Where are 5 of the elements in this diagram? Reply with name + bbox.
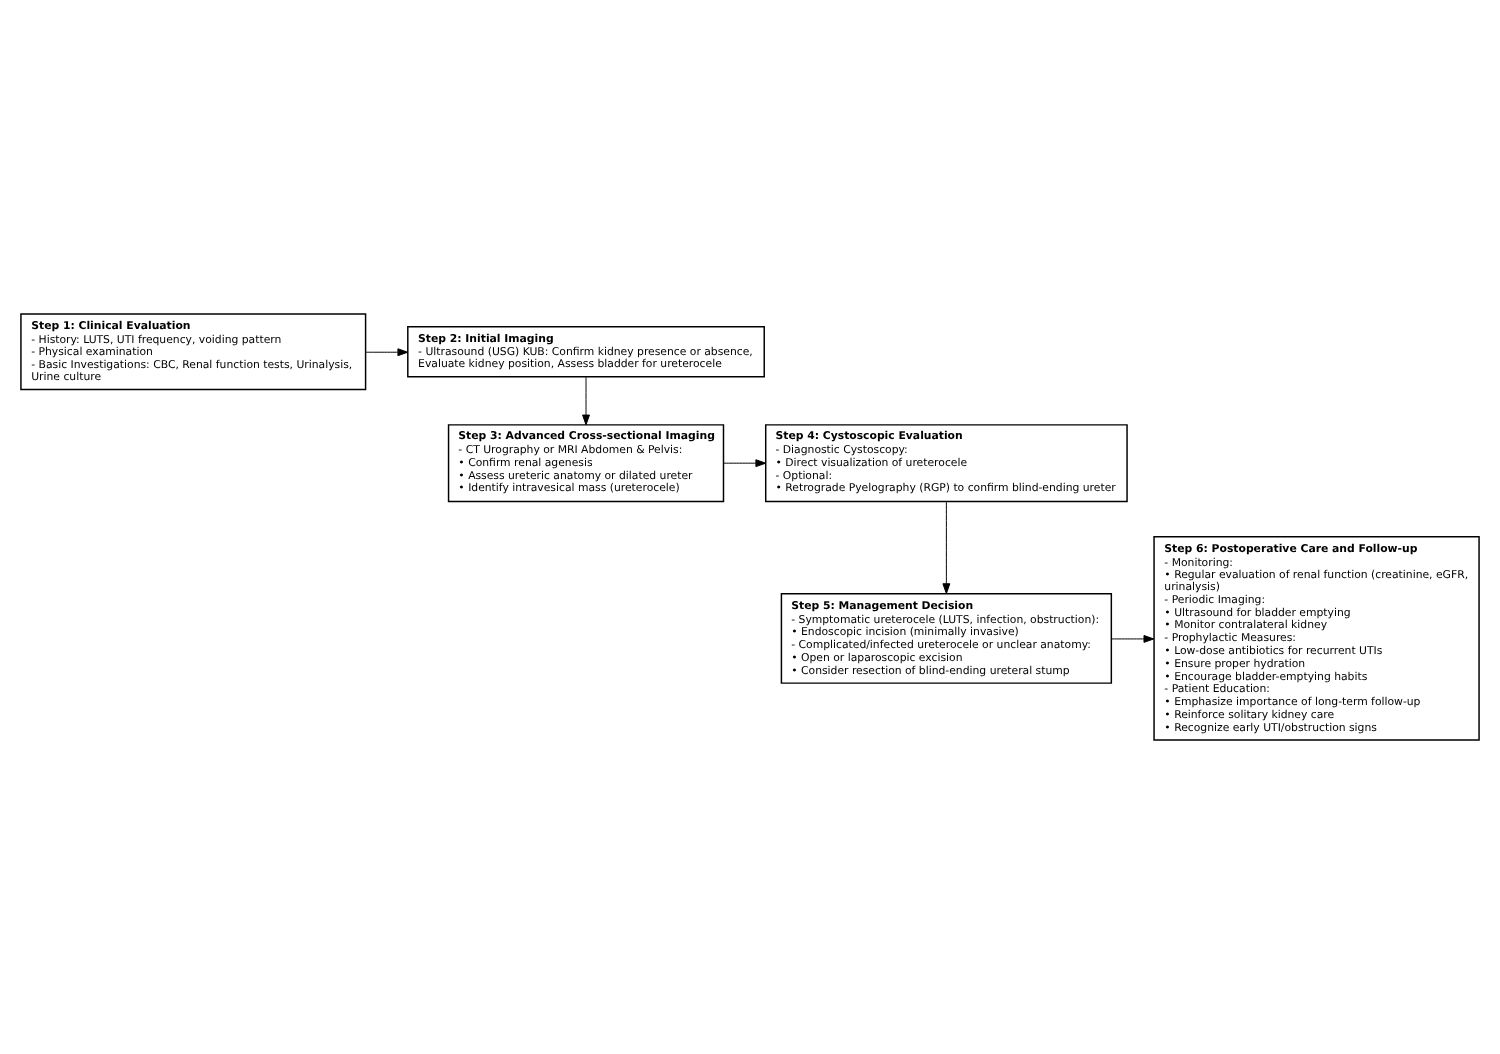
arrow <box>1110 635 1155 643</box>
arrow <box>942 501 951 595</box>
arrow <box>365 348 409 357</box>
arrow <box>582 376 590 426</box>
arrow <box>723 459 767 468</box>
